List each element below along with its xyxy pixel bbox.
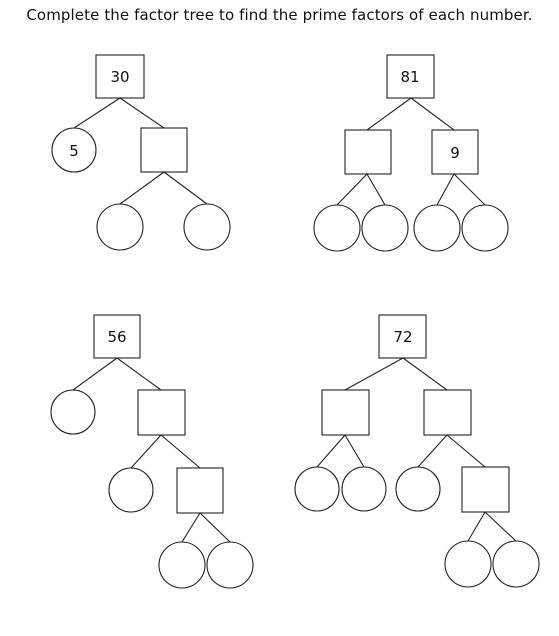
root-number-box bbox=[95, 54, 145, 99]
empty-factor-circle[interactable] bbox=[158, 541, 206, 589]
root-number: 72 bbox=[393, 328, 412, 346]
empty-factor-box[interactable] bbox=[423, 389, 472, 436]
empty-factor-circle[interactable] bbox=[108, 467, 154, 513]
empty-factor-circle[interactable] bbox=[341, 466, 387, 512]
worksheet-instruction: Complete the factor tree to find the pri… bbox=[26, 6, 533, 24]
tree-branch bbox=[316, 434, 346, 468]
empty-factor-circle[interactable] bbox=[294, 466, 340, 512]
tree-branch bbox=[484, 511, 517, 542]
root-number: 81 bbox=[400, 68, 419, 86]
tree-branch bbox=[130, 434, 162, 469]
empty-factor-circle[interactable] bbox=[50, 389, 96, 435]
tree-branch bbox=[336, 173, 368, 206]
factor-circle[interactable] bbox=[51, 127, 97, 173]
tree-branch bbox=[436, 173, 455, 206]
empty-factor-circle[interactable] bbox=[96, 203, 144, 251]
factor-tree-56: 56 bbox=[50, 314, 254, 589]
tree-branch bbox=[181, 512, 201, 543]
empty-factor-box[interactable] bbox=[344, 129, 392, 175]
tree-branch bbox=[417, 434, 448, 468]
empty-factor-circle[interactable] bbox=[206, 541, 254, 589]
tree-branch bbox=[410, 97, 455, 131]
empty-factor-circle[interactable] bbox=[395, 466, 441, 512]
empty-factor-circle[interactable] bbox=[444, 540, 492, 588]
tree-branch bbox=[402, 357, 448, 391]
empty-factor-box[interactable] bbox=[461, 466, 510, 513]
factor-box[interactable] bbox=[431, 129, 479, 175]
root-number: 30 bbox=[110, 68, 129, 86]
empty-factor-circle[interactable] bbox=[313, 204, 361, 252]
empty-factor-circle[interactable] bbox=[492, 540, 540, 588]
given-factor: 9 bbox=[450, 144, 460, 162]
empty-factor-circle[interactable] bbox=[361, 204, 409, 252]
root-number-box bbox=[378, 314, 427, 359]
tree-branch bbox=[453, 173, 486, 206]
empty-factor-box[interactable] bbox=[321, 389, 370, 436]
empty-factor-box[interactable] bbox=[137, 389, 186, 436]
tree-branch bbox=[446, 434, 486, 468]
tree-branch bbox=[199, 512, 231, 543]
factor-tree-81: 81 9 bbox=[313, 54, 509, 252]
empty-factor-box[interactable] bbox=[140, 127, 188, 173]
tree-branch bbox=[467, 511, 486, 542]
empty-factor-box[interactable] bbox=[176, 467, 224, 514]
tree-branch bbox=[119, 171, 165, 205]
empty-factor-circle[interactable] bbox=[461, 204, 509, 252]
tree-branch bbox=[366, 173, 386, 206]
given-factor: 5 bbox=[69, 142, 79, 160]
tree-branch bbox=[344, 434, 365, 468]
tree-branch bbox=[72, 357, 118, 391]
tree-branch bbox=[163, 171, 208, 205]
tree-branch bbox=[366, 97, 412, 131]
empty-factor-circle[interactable] bbox=[183, 203, 231, 251]
factor-tree-30: 30 5 bbox=[51, 54, 231, 251]
tree-branch bbox=[160, 434, 201, 469]
tree-branch bbox=[344, 357, 404, 391]
root-number-box bbox=[386, 54, 435, 99]
tree-branch bbox=[116, 357, 162, 391]
tree-branch bbox=[73, 97, 121, 129]
root-number: 56 bbox=[107, 328, 126, 346]
empty-factor-circle[interactable] bbox=[413, 204, 461, 252]
tree-branch bbox=[119, 97, 165, 129]
root-number-box bbox=[93, 314, 141, 359]
factor-tree-72: 72 bbox=[294, 314, 540, 588]
